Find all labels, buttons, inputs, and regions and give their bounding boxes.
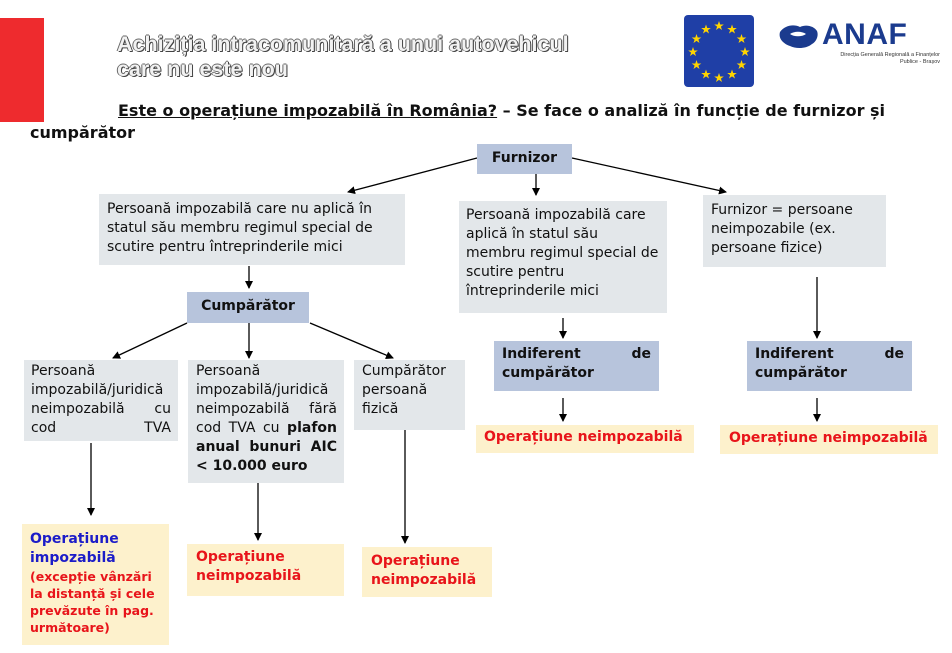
node-buyer-with-vat: Persoană impozabilă/juridică neimpozabil… — [24, 360, 178, 441]
node-any-buyer-2-word1: Indiferent — [755, 346, 834, 362]
result-taxable-note: (excepție vânzări la distanță și cele pr… — [30, 569, 155, 635]
node-furnizor: Furnizor — [477, 144, 572, 174]
node-any-buyer-1: Indiferent de cumpărător — [494, 341, 659, 391]
node-supplier-no-scheme: Persoană impozabilă care nu aplică în st… — [99, 194, 405, 265]
question-underlined: Este o operațiune impozabilă în România? — [118, 101, 498, 120]
node-furnizor-label: Furnizor — [491, 150, 558, 166]
node-buyer-natural-person: Cumpărător persoană fizică — [354, 360, 465, 430]
result-nontaxable-1-label: Operațiune neimpozabilă — [196, 549, 302, 584]
result-taxable: Operațiune impozabilă (excepție vânzări … — [22, 524, 169, 645]
anaf-subtitle: Direcția Generală Regională a Finanțelor… — [840, 52, 940, 65]
anaf-logo: ANAF — [822, 18, 908, 51]
node-buyer-without-vat-label: Persoană impozabilă/juridică neimpozabil… — [196, 363, 337, 436]
node-any-buyer-1-word3: cumpărător — [502, 365, 594, 381]
result-nontaxable-2: Operațiune neimpozabilă — [362, 547, 492, 597]
slide-title: Achiziția intracomunitară a unui autoveh… — [117, 32, 677, 82]
node-any-buyer-1-word2: de — [631, 346, 651, 362]
node-buyer-without-vat: Persoană impozabilă/juridică neimpozabil… — [188, 360, 344, 483]
result-nontaxable-3: Operațiune neimpozabilă — [476, 425, 694, 453]
node-any-buyer-1-word1: Indiferent — [502, 346, 581, 362]
result-nontaxable-1: Operațiune neimpozabilă — [187, 544, 344, 596]
node-any-buyer-2-word2: de — [884, 346, 904, 362]
node-any-buyer-2: Indiferent de cumpărător — [747, 341, 912, 391]
node-supplier-with-scheme-label: Persoană impozabilă care aplică în statu… — [466, 207, 659, 299]
node-supplier-no-scheme-label: Persoană impozabilă care nu aplică în st… — [107, 201, 373, 255]
node-supplier-non-taxable: Furnizor = persoane neimpozabile (ex. pe… — [703, 195, 886, 267]
result-nontaxable-2-label: Operațiune neimpozabilă — [371, 553, 477, 588]
title-line-1: Achiziția intracomunitară a unui autoveh… — [117, 32, 569, 56]
result-taxable-title: Operațiune impozabilă — [30, 531, 119, 566]
title-line-2: care nu este nou — [117, 57, 288, 81]
node-supplier-non-taxable-label: Furnizor = persoane neimpozabile (ex. pe… — [711, 202, 853, 256]
eu-flag-icon — [684, 15, 754, 87]
result-nontaxable-4: Operațiune neimpozabilă — [720, 425, 938, 454]
node-any-buyer-2-word3: cumpărător — [755, 365, 847, 381]
result-nontaxable-4-label: Operațiune neimpozabilă — [729, 430, 928, 446]
node-buyer-natural-person-label: Cumpărător persoană fizică — [362, 363, 446, 417]
node-buyer-without-vat-threshold: plafon anual bunuri AIC < 10.000 euro — [196, 420, 337, 474]
node-buyer-with-vat-label: Persoană impozabilă/juridică neimpozabil… — [31, 363, 171, 436]
node-cumparator-label: Cumpărător — [201, 298, 295, 314]
node-supplier-with-scheme: Persoană impozabilă care aplică în statu… — [459, 201, 667, 313]
red-accent-bar — [0, 18, 44, 122]
result-nontaxable-3-label: Operațiune neimpozabilă — [484, 429, 683, 445]
node-cumparator: Cumpărător — [187, 292, 309, 323]
anaf-map-icon — [776, 22, 820, 56]
question-rest: – Se face o analiză în funcție de furniz… — [30, 101, 886, 142]
question-text: Este o operațiune impozabilă în România?… — [30, 100, 940, 144]
